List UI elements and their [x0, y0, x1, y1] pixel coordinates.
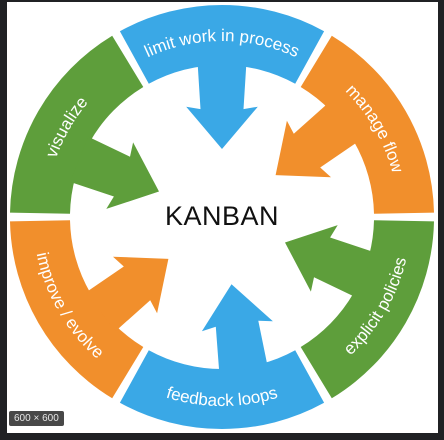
segment-feedback-loops — [119, 350, 325, 430]
center-title: KANBAN — [165, 201, 279, 231]
arrow-improve-evolve — [85, 256, 169, 332]
arrow-limit-work-in-process — [186, 62, 258, 149]
segments-layer — [10, 4, 434, 430]
arrow-visualize — [70, 136, 159, 209]
segment-manage-flow — [300, 35, 434, 214]
segment-explicit-policies — [300, 220, 434, 399]
segment-limit-work-in-process — [119, 4, 325, 84]
image-size-badge: 600 × 600 — [9, 411, 64, 426]
arrow-explicit-policies — [285, 225, 374, 298]
segment-improve-evolve — [10, 220, 144, 399]
segment-visualize — [10, 35, 144, 214]
arrow-manage-flow — [275, 102, 359, 178]
arrow-feedback-loops — [201, 284, 273, 373]
